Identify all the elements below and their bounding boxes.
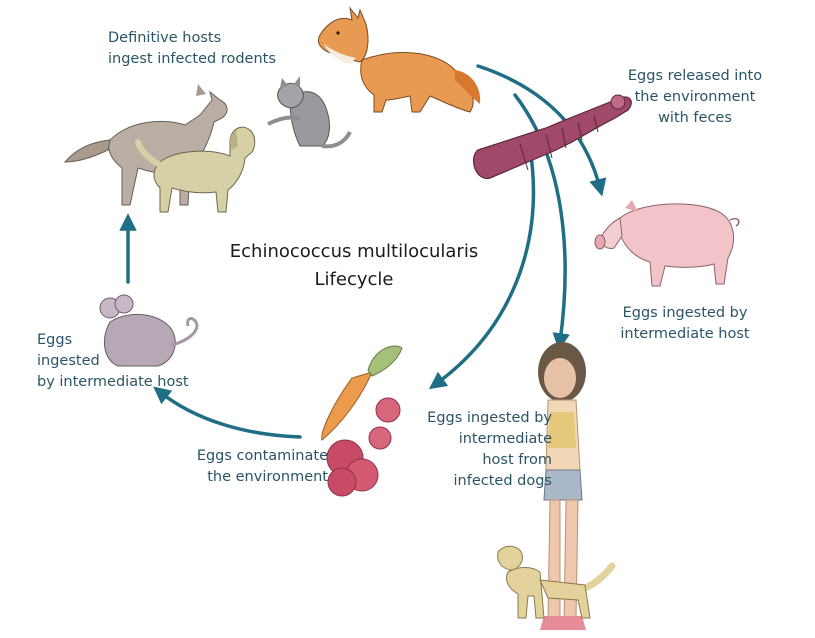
pig-illustration bbox=[594, 200, 740, 287]
diagram-title: Echinococcus multilocularis Lifecycle bbox=[204, 238, 504, 294]
arrow-to-pig bbox=[476, 64, 607, 197]
arrow-to-mouse bbox=[153, 386, 302, 439]
carrot-illustration bbox=[321, 345, 403, 441]
title-line-2: Lifecycle bbox=[314, 269, 394, 290]
arrow-to-human bbox=[513, 93, 570, 351]
arrows bbox=[119, 64, 607, 439]
title-line-1: Echinococcus multilocularis bbox=[229, 241, 479, 262]
arrow-to-environment bbox=[428, 146, 536, 390]
cat-illustration bbox=[267, 76, 352, 149]
label-mouse-host: Eggs ingested by intermediate host bbox=[37, 332, 189, 390]
label-definitive-hosts: Definitive hosts ingest infected rodents bbox=[108, 30, 276, 67]
label-eggs-released: Eggs released into the environment with … bbox=[627, 68, 763, 126]
wolf-illustration bbox=[63, 84, 228, 206]
label-human-host: Eggs ingested by intermediate host from … bbox=[427, 410, 552, 489]
tapeworm-illustration bbox=[473, 94, 632, 179]
label-contaminate: Eggs contaminate the environment bbox=[196, 448, 328, 485]
fox-illustration bbox=[317, 6, 481, 113]
mouse-illustration bbox=[99, 294, 199, 367]
label-pig-host: Eggs ingested by intermediate host bbox=[620, 305, 750, 342]
puppy-illustration bbox=[497, 545, 616, 619]
dog-illustration bbox=[135, 126, 256, 213]
raspberries-illustration bbox=[326, 397, 401, 497]
